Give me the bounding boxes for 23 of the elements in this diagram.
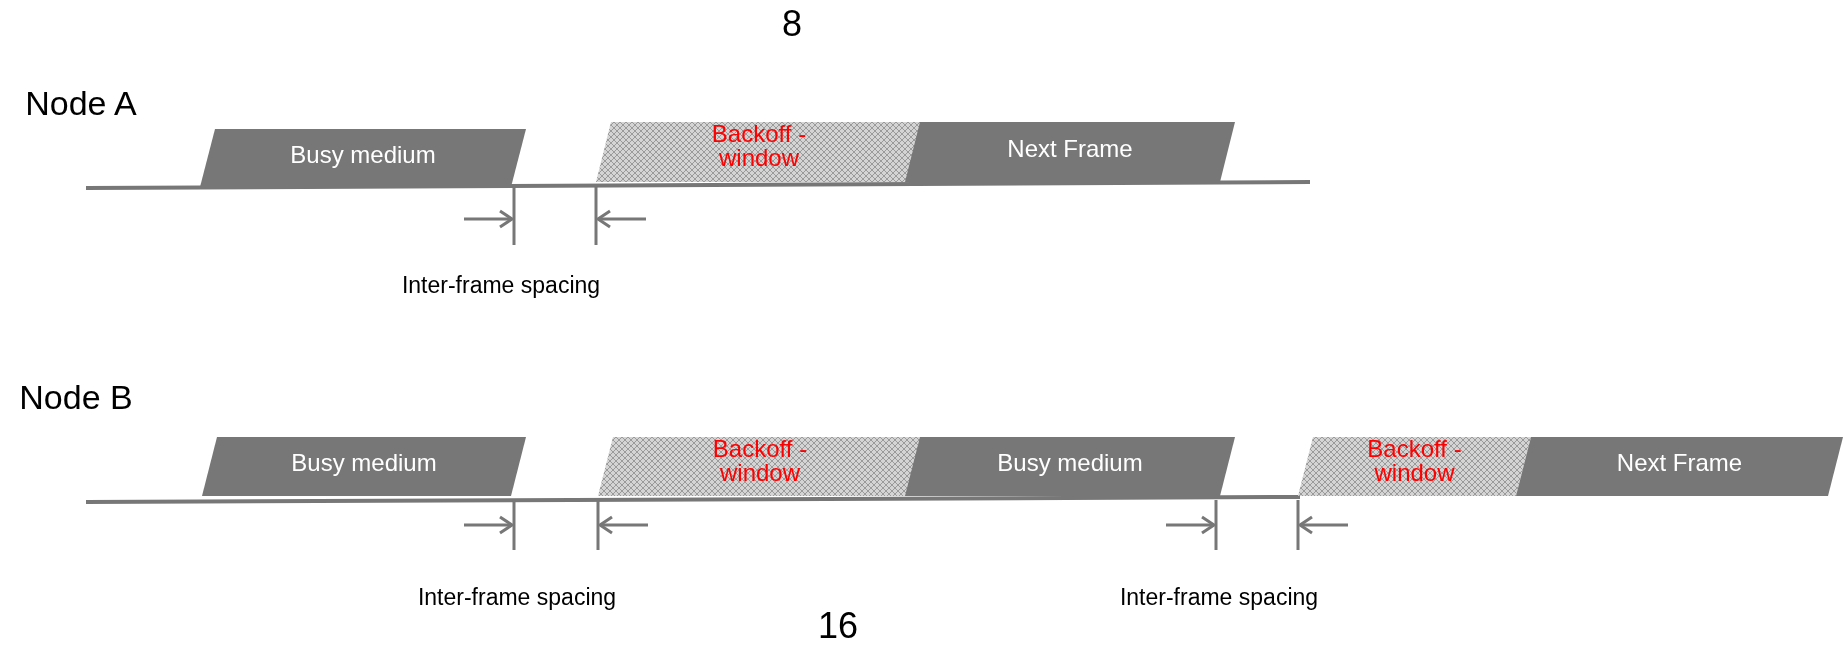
backoff-window-block [598,437,922,496]
block-label: Backoff - window [1366,437,1463,486]
text-label: Inter-frame spacing [401,271,601,299]
frame-block [202,437,526,496]
block-label: Busy medium [290,142,436,168]
backoff-window-block [1298,437,1531,496]
text-label: Inter-frame spacing [417,583,617,611]
block-label: Next Frame [1007,136,1133,162]
block-label: Backoff - window [711,437,809,486]
block-label: Busy medium [997,451,1143,476]
text-label: 16 [818,605,858,647]
text-label: Node A [25,83,137,123]
frame-block [200,129,526,187]
frame-block [905,122,1235,182]
text-label: Inter-frame spacing [1119,583,1319,611]
frame-block [1516,437,1843,496]
frame-block [905,437,1235,496]
block-label: Busy medium [291,451,437,476]
text-label: Node B [19,377,133,417]
backoff-window-block [596,122,922,182]
block-label: Next Frame [1616,451,1743,476]
block-label: Backoff - window [710,122,808,171]
text-label: 8 [782,3,802,45]
